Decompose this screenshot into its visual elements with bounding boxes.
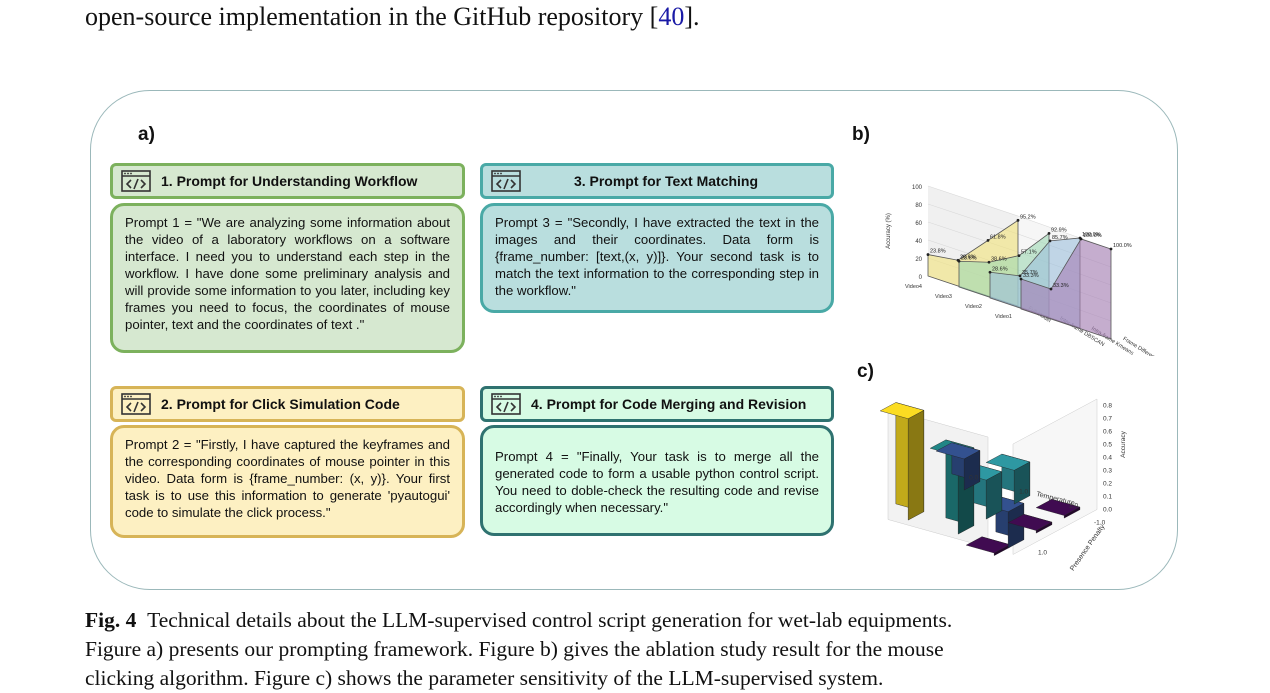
chart-c-ylabel: Presence Penalty [1069, 523, 1106, 572]
prompt-1-header: 1. Prompt for Understanding Workflow [110, 163, 465, 199]
chart-c-bar-top [1035, 499, 1081, 516]
prompt-3-body: Prompt 3 = "Secondly, I have extracted t… [480, 203, 834, 313]
chart-b-point [1018, 274, 1022, 278]
chart-b-point [1017, 254, 1021, 258]
chart-c-ytick: 1.0 [1038, 549, 1047, 556]
panel-label-b: b) [852, 124, 870, 145]
chart-c-bar-top [985, 453, 1031, 471]
chart-c-ztick: 0.3 [1103, 468, 1112, 475]
chart-b-point [957, 259, 961, 263]
prompt-3-header: 3. Prompt for Text Matching [480, 163, 834, 199]
prompt-1-title: 1. Prompt for Understanding Workflow [161, 173, 418, 189]
chart-c-ytick: -1.0 [1094, 519, 1106, 526]
chart-b-ylabel: Accuracy (%) [886, 213, 892, 249]
chart-b-point [1079, 237, 1083, 241]
chart-c-xtick: 1.0 [1019, 489, 1028, 496]
chart-b-point [1047, 231, 1051, 235]
chart-b-ytick: 0 [919, 275, 923, 281]
top-text-before: open-source implementation in the GitHub… [85, 2, 659, 31]
chart-b-category: Video4 [905, 284, 922, 290]
chart-b-ytick: 100 [912, 185, 923, 191]
prompt-1-body: Prompt 1 = "We are analyzing some inform… [110, 203, 465, 353]
prompt-4-body: Prompt 4 = "Finally, Your task is to mer… [480, 425, 834, 536]
prompt-2-header: 2. Prompt for Click Simulation Code [110, 386, 465, 422]
panel-label-a: a) [138, 124, 155, 145]
citation-link[interactable]: 40 [658, 2, 685, 31]
chart-c-xtick: 0.0 [969, 475, 978, 482]
chart-b-ytick: 40 [915, 239, 922, 245]
prompt-3-title: 3. Prompt for Text Matching [573, 173, 759, 189]
chart-b-data-label: 38.6% [991, 256, 1007, 262]
chart-b-data-label: 61.8% [990, 234, 1006, 240]
code-window-icon [491, 170, 521, 192]
figure-caption: Fig. 4 Technical details about the LLM-s… [85, 606, 1197, 693]
chart-b-data-label: 95.2% [1020, 214, 1036, 220]
chart-c-bar-top [1007, 514, 1053, 531]
body-text-top: open-source implementation in the GitHub… [85, 2, 699, 32]
caption-line-3: clicking algorithm. Figure c) shows the … [85, 666, 884, 690]
chart-b-data-label: 33.3% [1023, 273, 1039, 279]
prompt-4-title: 4. Prompt for Code Merging and Revision [531, 396, 807, 412]
chart-b-point [1019, 277, 1023, 281]
chart-c-bar-side [907, 409, 925, 521]
caption-line-1: Technical details about the LLM-supervis… [147, 608, 953, 632]
chart-c-ztick: 0.4 [1103, 455, 1112, 462]
prompt-4-header: 4. Prompt for Code Merging and Revision [480, 386, 834, 422]
chart-b-point [1048, 239, 1052, 243]
chart-c-ztick: 0.5 [1103, 442, 1112, 449]
chart-c-bar-top [880, 402, 925, 419]
chart-b-point [986, 238, 990, 242]
chart-b-point [1109, 247, 1113, 251]
chart-c-ztick: 0.2 [1103, 481, 1112, 488]
top-text-after: ]. [684, 2, 700, 31]
chart-c-ztick: 0.6 [1103, 429, 1112, 436]
prompt-2-body: Prompt 2 = "Firstly, I have captured the… [110, 425, 465, 538]
chart-c-bar-top [935, 442, 981, 460]
chart-b-ytick: 20 [915, 257, 922, 263]
figure-frame [90, 90, 1178, 590]
chart-b-data-label: 100.0% [1113, 243, 1132, 249]
chart-b-data-label: 28.6% [960, 254, 976, 260]
chart-c-ztick: 0.8 [1103, 403, 1112, 410]
chart-b-point [1016, 218, 1020, 222]
chart-b-point [988, 270, 992, 274]
chart-b-data-label: 33.3% [1053, 283, 1069, 289]
code-window-icon [121, 170, 151, 192]
chart-b-data-label: 28.6% [961, 255, 977, 261]
chart-b-data-label: 35.7% [1022, 270, 1038, 276]
chart-b-point [926, 253, 930, 256]
chart-b-data-label: 23.8% [930, 249, 946, 255]
chart-b-area-3 [1020, 238, 1112, 340]
chart-c-zlabel: Accuracy [1120, 430, 1127, 457]
panel-label-c: c) [857, 361, 874, 382]
chart-b-category: Video3 [935, 294, 952, 300]
caption-line-2: Figure a) presents our prompting framewo… [85, 637, 944, 661]
chart-b-category: Video1 [995, 314, 1012, 320]
chart-b-data-label: 28.6% [992, 266, 1008, 272]
chart-c-ztick: 0.1 [1103, 494, 1112, 501]
prompt-2-title: 2. Prompt for Click Simulation Code [161, 396, 400, 412]
chart-b-category: Video2 [965, 304, 982, 310]
code-window-icon [121, 393, 151, 415]
chart-c-ztick: 0.0 [1103, 507, 1112, 514]
chart-b-ytick: 80 [915, 203, 922, 209]
caption-label: Fig. 4 [85, 608, 137, 632]
chart-c-xtick: 2.0 [1069, 503, 1078, 510]
chart-b-point [987, 260, 991, 264]
chart-b-point [1049, 287, 1053, 291]
chart-b-data-label: 85.7% [1052, 235, 1068, 241]
chart-b-data-label: 57.1% [1021, 250, 1037, 256]
chart-b-data-label: 92.9% [1051, 227, 1067, 233]
code-window-icon [491, 393, 521, 415]
chart-c-ztick: 0.7 [1103, 416, 1112, 423]
chart-b-data-label: 100.0% [1083, 233, 1102, 239]
chart-b-data-label: 100.0% [1082, 232, 1101, 238]
chart-b-ytick: 60 [915, 221, 922, 227]
